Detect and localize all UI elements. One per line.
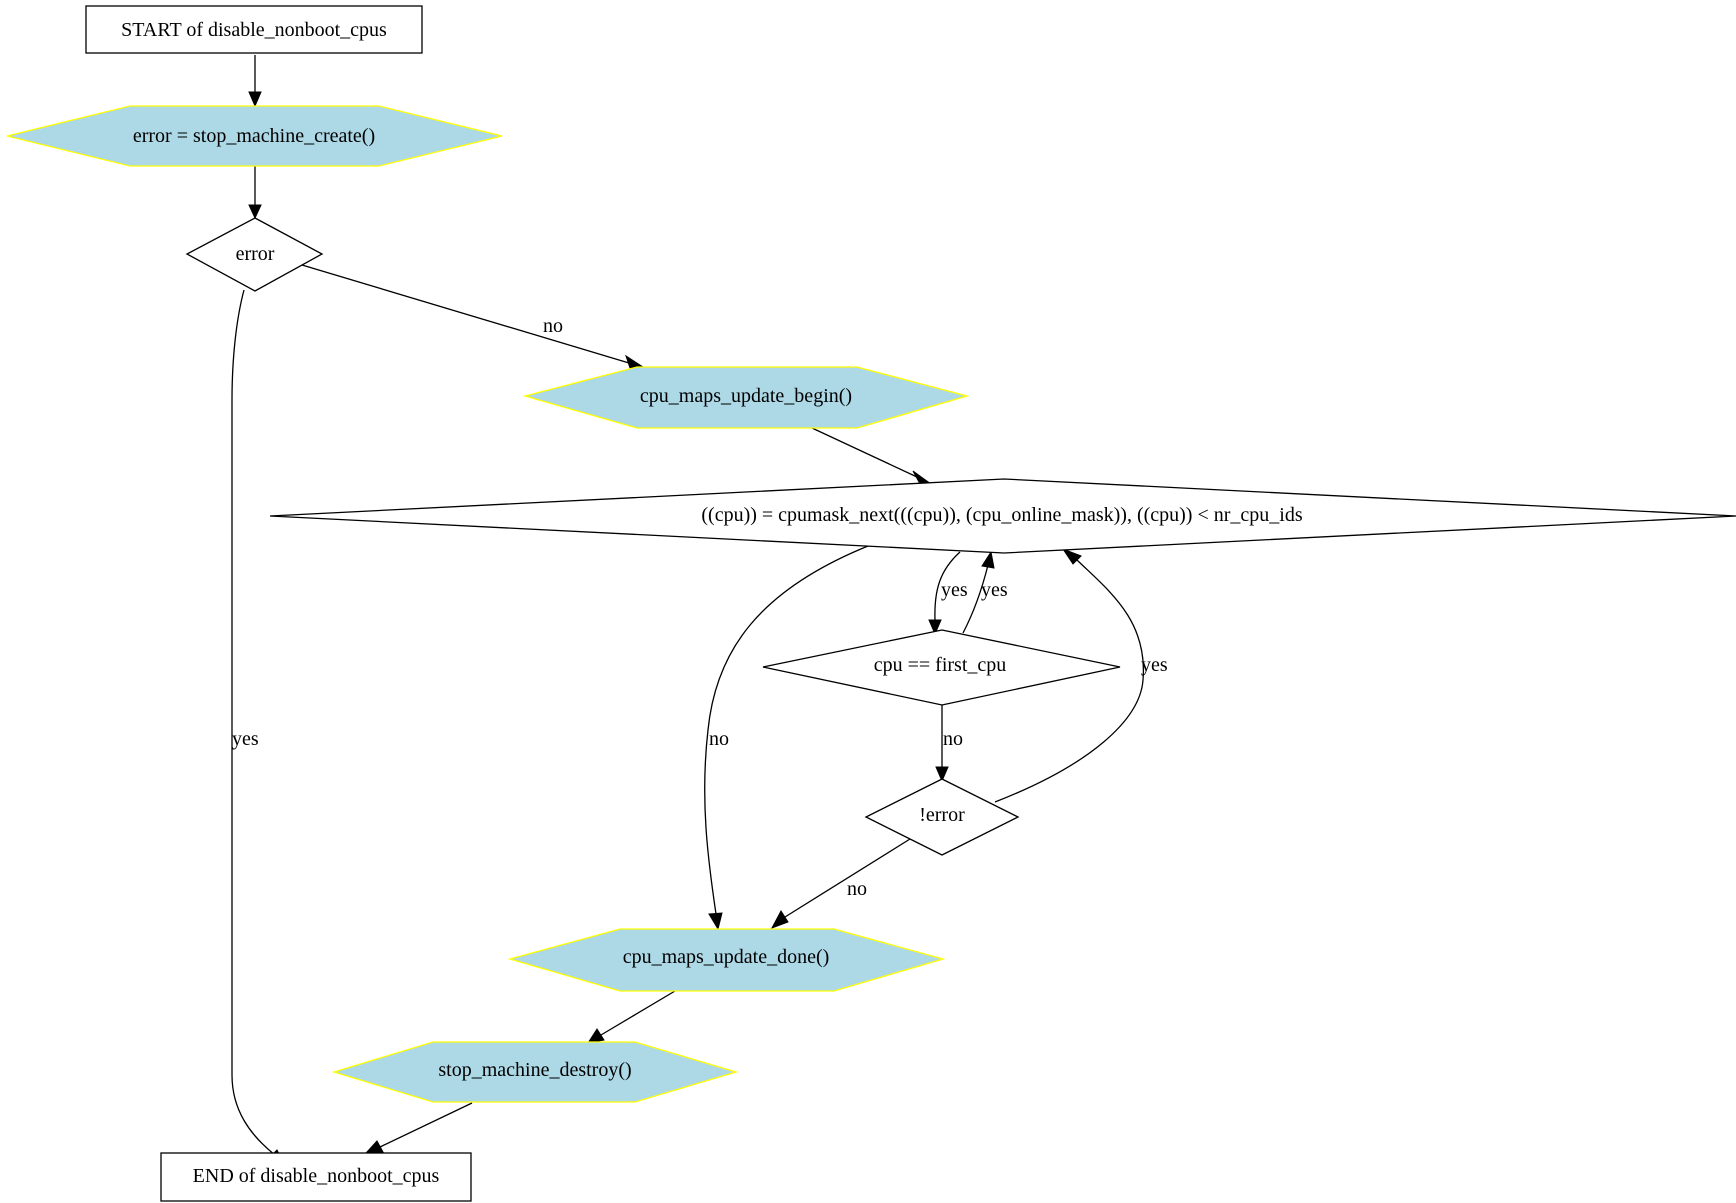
edge-not-error-no-to-done	[784, 838, 911, 918]
not-error-label: !error	[919, 804, 965, 826]
edge-label-first-to-loop-yes: yes	[981, 579, 1008, 601]
cpu-maps-update-begin-node: cpu_maps_update_begin()	[522, 366, 970, 429]
cpu-first-cpu-label: cpu == first_cpu	[874, 654, 1007, 676]
start-label: START of disable_nonboot_cpus	[121, 19, 387, 41]
edge-loop-no-to-done	[704, 545, 869, 915]
edge-label-loop-no: no	[709, 728, 729, 750]
edge-label-first-no: no	[943, 728, 963, 750]
end-node: END of disable_nonboot_cpus	[160, 1152, 472, 1202]
arrowhead	[770, 910, 789, 929]
arrowhead	[248, 204, 262, 220]
edge-label-error-yes: yes	[232, 728, 259, 750]
arrowhead	[1061, 547, 1082, 565]
cpu-maps-update-done-node: cpu_maps_update_done()	[507, 928, 946, 992]
not-error-node: !error	[864, 778, 1020, 856]
edges	[231, 55, 1145, 1165]
cpu-maps-update-begin-hexagon	[522, 366, 970, 429]
arrowhead	[935, 766, 949, 783]
stop-machine-destroy-label: stop_machine_destroy()	[438, 1059, 631, 1081]
edge-label-error-no: no	[543, 315, 563, 337]
arrowhead	[928, 619, 942, 636]
edge-error-no-to-begin	[301, 264, 630, 364]
arrowhead	[912, 470, 932, 485]
edge-loop-yes-to-first	[934, 551, 961, 621]
for-each-online-cpu-label: ((cpu)) = cpumask_next(((cpu)), (cpu_onl…	[701, 504, 1302, 526]
nodes: START of disable_nonboot_cpus error = st…	[6, 5, 1736, 1202]
start-box	[85, 5, 423, 54]
stop-machine-create-label: error = stop_machine_create()	[133, 125, 375, 147]
arrowhead	[586, 1028, 605, 1044]
stop-machine-create-node: error = stop_machine_create()	[6, 105, 503, 167]
error-decision-label: error	[236, 243, 275, 265]
not-error-diamond	[864, 778, 1020, 856]
edge-not-error-yes-to-loop	[994, 559, 1145, 803]
cpu-first-cpu-node: cpu == first_cpu	[762, 629, 1121, 706]
edge-error-yes-to-end	[231, 289, 276, 1156]
arrowhead	[248, 91, 262, 108]
arrowhead	[708, 912, 723, 931]
stop-machine-create-hexagon	[6, 105, 503, 167]
cpu-maps-update-done-hexagon	[507, 928, 946, 992]
arrowhead	[981, 550, 995, 569]
edge-destroy-to-end	[379, 1102, 473, 1148]
edge-labels: yes no no yes yes no yes no	[232, 315, 1168, 900]
for-each-online-cpu-node: ((cpu)) = cpumask_next(((cpu)), (cpu_onl…	[269, 478, 1736, 554]
cpu-maps-update-done-label: cpu_maps_update_done()	[623, 946, 830, 968]
edge-label-not-error-no: no	[847, 878, 867, 900]
end-label: END of disable_nonboot_cpus	[193, 1165, 440, 1187]
edge-label-loop-to-first-yes: yes	[941, 579, 968, 601]
start-node: START of disable_nonboot_cpus	[85, 5, 423, 54]
error-decision-node: error	[185, 217, 324, 292]
cpu-maps-update-begin-label: cpu_maps_update_begin()	[640, 385, 852, 407]
edge-done-to-destroy	[600, 990, 676, 1036]
edge-begin-to-loop	[811, 427, 918, 478]
for-each-online-cpu-diamond	[269, 478, 1736, 554]
edge-first-yes-to-loop	[962, 564, 989, 634]
edge-label-not-error-yes: yes	[1141, 654, 1168, 676]
cpu-first-cpu-diamond	[762, 629, 1121, 706]
arrowhead	[625, 354, 645, 369]
stop-machine-destroy-node: stop_machine_destroy()	[331, 1041, 739, 1103]
arrowhead	[364, 1140, 384, 1154]
stop-machine-destroy-hexagon	[331, 1041, 739, 1103]
end-box	[160, 1152, 472, 1202]
error-diamond	[185, 217, 324, 292]
